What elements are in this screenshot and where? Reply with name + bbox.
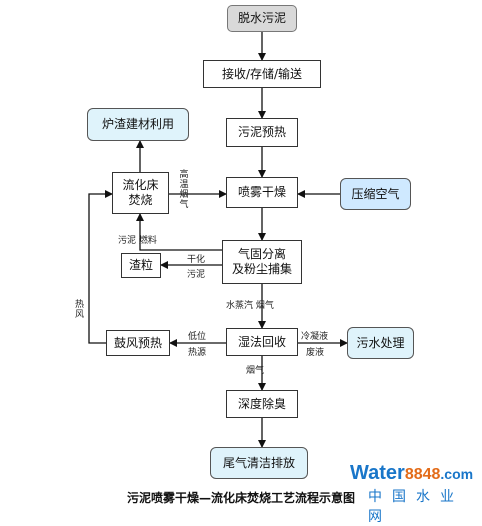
node-compressed-air: 压缩空气 — [340, 178, 411, 210]
edge-separator-to-bed — [136, 213, 222, 251]
label-vapor-gas: 水蒸汽 烟气 — [226, 301, 274, 311]
node-slag-material-reuse: 炉渣建材利用 — [87, 108, 189, 141]
label-flue-gas: 烟气 — [246, 366, 265, 376]
label-sludge-fuel: 污泥 燃料 — [118, 236, 157, 246]
node-sludge-preheat: 污泥预热 — [226, 118, 298, 147]
flow-connectors — [88, 32, 348, 448]
logo-wordmark: Water8848.com — [350, 462, 473, 485]
logo-subtitle: 中国水业网 — [368, 489, 464, 525]
logo-number: 8848 — [404, 466, 441, 483]
node-gas-solid-separator: 气固分离 及粉尘捕集 — [222, 240, 302, 284]
label-hot-gas: 高温烟气 — [179, 170, 189, 210]
edge-airpreheat-to-bed — [88, 190, 113, 344]
node-slag-silo: 渣粒 — [121, 253, 161, 278]
node-spray-dryer: 喷雾干燥 — [226, 177, 298, 208]
label-hot-air: 热风 — [74, 300, 89, 320]
node-wastewater-treatment: 污水处理 — [347, 327, 414, 359]
logo-main-text: Water — [350, 462, 405, 484]
label-dried-1: 干化 — [187, 255, 206, 265]
node-air-preheat: 鼓风预热 — [106, 330, 170, 356]
node-clean-exhaust: 尾气清洁排放 — [210, 447, 308, 479]
logo-suffix: .com — [440, 466, 474, 482]
node-wet-recovery: 湿法回收 — [226, 328, 298, 356]
watermark-logo: Water8848.com 中国水业网 — [350, 462, 478, 525]
node-deep-deodorization: 深度除臭 — [226, 390, 298, 418]
label-condensate: 冷凝液 — [301, 332, 329, 342]
diagram-caption: 污泥喷雾干燥—流化床焚烧工艺流程示意图 — [126, 491, 355, 505]
label-low-heat-1: 低位 — [188, 332, 207, 342]
node-fluidized-bed-incinerator: 流化床 焚烧 — [112, 172, 169, 214]
label-dried-2: 污泥 — [187, 270, 206, 280]
node-dewatered-sludge: 脱水污泥 — [227, 5, 297, 32]
label-waste-liquid: 废液 — [306, 348, 325, 358]
label-low-heat-2: 热源 — [188, 348, 207, 358]
node-receive-store-convey: 接收/存储/输送 — [203, 60, 321, 88]
